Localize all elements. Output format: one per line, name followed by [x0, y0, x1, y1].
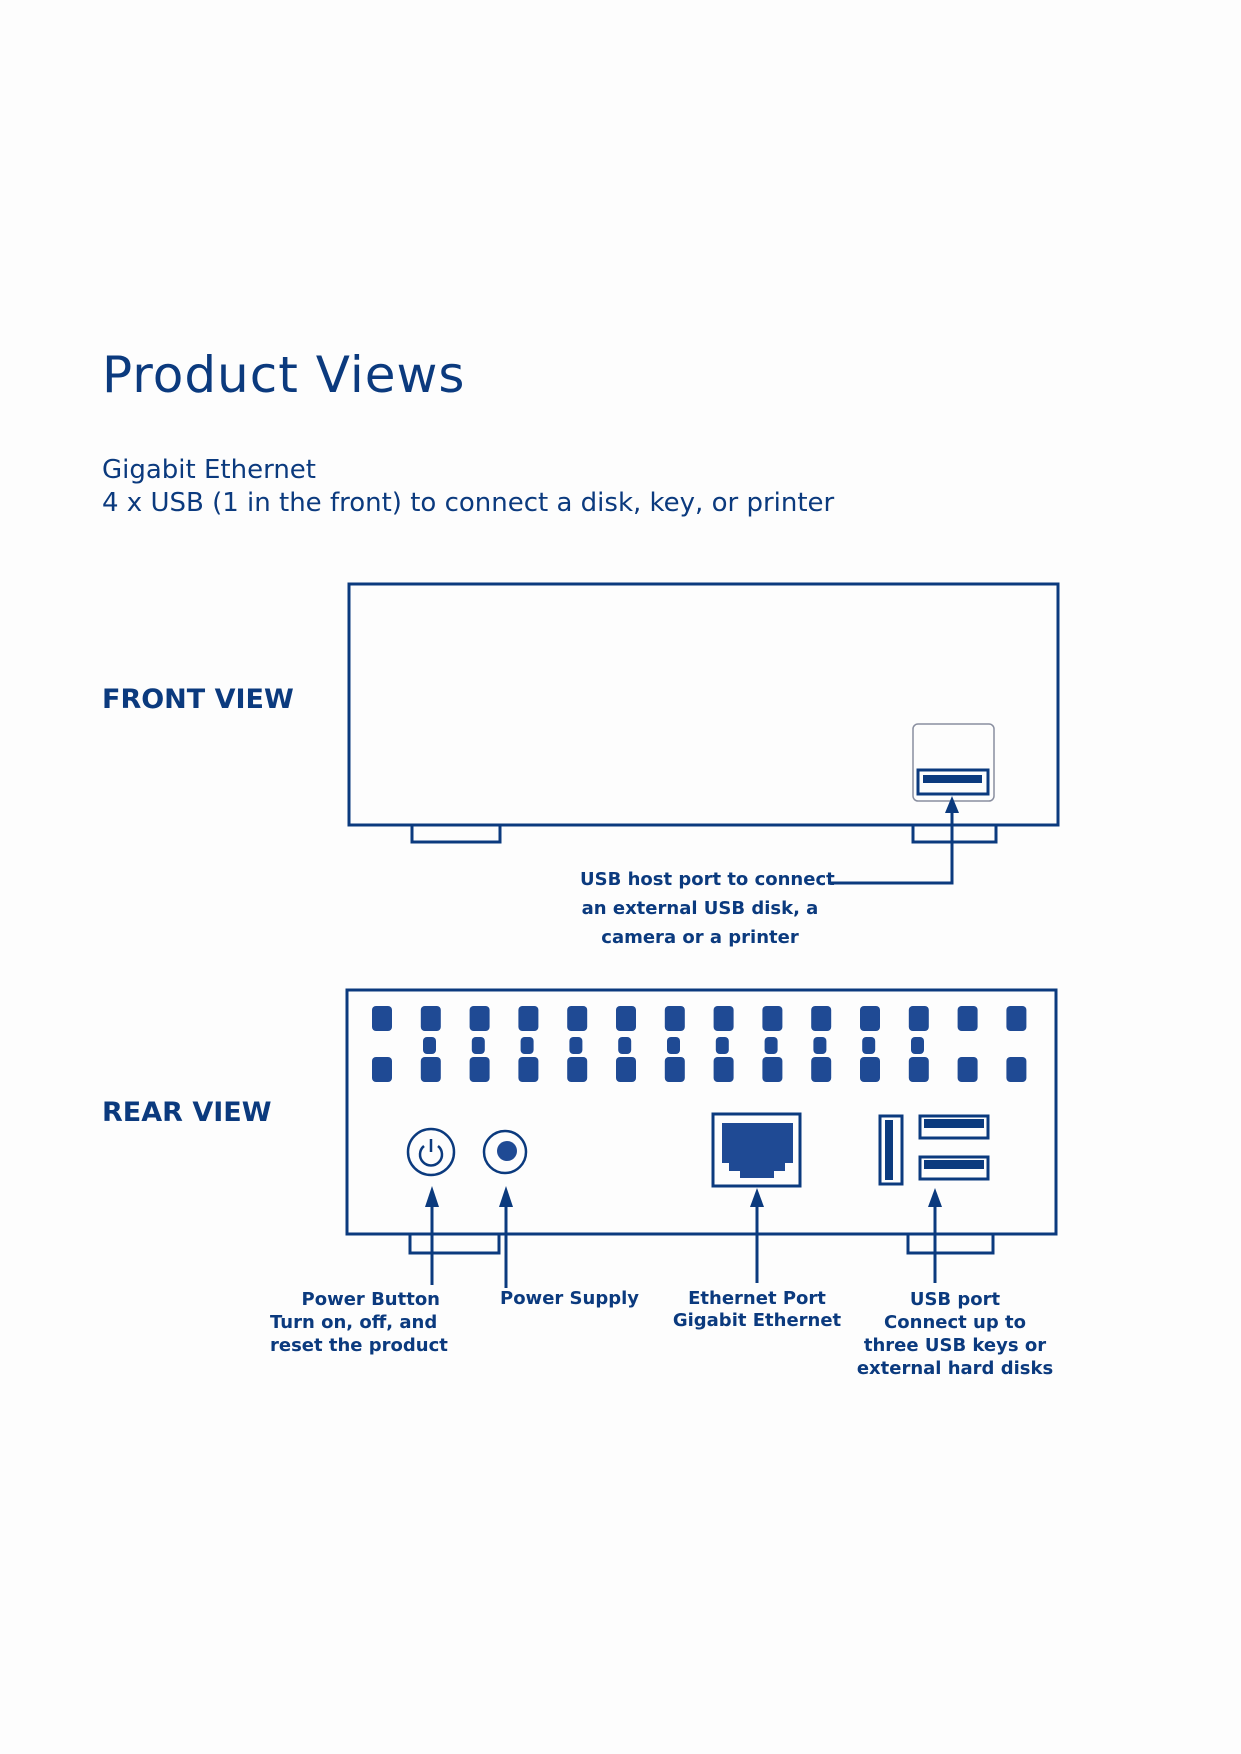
- vent-hole-large: [420, 1006, 441, 1031]
- vent-hole-large: [567, 1057, 588, 1082]
- power-button-ring: [406, 1127, 456, 1177]
- rear-vent-grille: [372, 1006, 1027, 1082]
- vent-hole-large: [713, 1006, 734, 1031]
- vent-hole-small: [618, 1037, 632, 1054]
- page-title: Product Views: [102, 346, 466, 404]
- vent-hole-large: [908, 1006, 929, 1031]
- usb-rear-top-tongue: [924, 1119, 984, 1128]
- callout-line: external hard disks: [856, 1358, 1054, 1379]
- power-supply-pin: [497, 1141, 517, 1161]
- power-supply-arrowhead: [499, 1186, 513, 1207]
- usb-host-arrowhead: [945, 796, 959, 813]
- usb-rear-vertical-tongue: [885, 1120, 893, 1180]
- vent-hole-small: [715, 1037, 729, 1054]
- usb-host-leader: [828, 806, 954, 885]
- front-view-label: FRONT VIEW: [102, 684, 294, 715]
- power-supply-ring: [482, 1129, 528, 1175]
- vent-hole-large: [860, 1057, 880, 1082]
- usb-rear-vertical: [878, 1114, 904, 1186]
- vent-hole-large: [372, 1006, 392, 1031]
- power-button-arrowhead: [425, 1186, 439, 1207]
- ethernet-callout: Ethernet Port Gigabit Ethernet: [667, 1288, 847, 1332]
- vent-hole-small: [423, 1037, 436, 1054]
- usb-front-port-tongue: [923, 775, 982, 783]
- callout-line: an external USB disk, a: [581, 898, 819, 919]
- ethernet-jack: [722, 1123, 793, 1178]
- vent-hole-small: [667, 1037, 680, 1054]
- front-left-foot: [410, 825, 502, 844]
- vent-hole-large: [567, 1006, 588, 1031]
- vent-hole-small: [471, 1037, 485, 1054]
- vent-hole-large: [518, 1057, 539, 1082]
- front-right-foot: [911, 825, 998, 844]
- vent-hole-large: [664, 1006, 685, 1031]
- feature-usb: 4 x USB (1 in the front) to connect a di…: [102, 488, 835, 518]
- callout-line: Ethernet Port: [688, 1288, 826, 1309]
- vent-hole-large: [762, 1006, 783, 1031]
- vent-hole-large: [616, 1057, 636, 1082]
- vent-hole-large: [616, 1006, 636, 1031]
- rear-view-label: REAR VIEW: [102, 1097, 272, 1128]
- vent-hole-large: [372, 1057, 392, 1082]
- vent-hole-small: [569, 1037, 583, 1054]
- vent-hole-large: [1006, 1057, 1027, 1082]
- vent-hole-large: [664, 1057, 685, 1082]
- callout-line: camera or a printer: [601, 927, 799, 948]
- vent-hole-large: [860, 1006, 880, 1031]
- vent-hole-large: [1006, 1006, 1027, 1031]
- ethernet-arrowhead: [750, 1188, 764, 1207]
- usb-host-callout: USB host port to connect an external USB…: [580, 865, 835, 952]
- callout-line: Turn on, off, and: [270, 1312, 438, 1333]
- usb-rear-bottom: [918, 1155, 990, 1181]
- feature-ethernet: Gigabit Ethernet: [102, 455, 316, 485]
- vent-hole-large: [713, 1057, 734, 1082]
- usb-port-callout: USB port Connect up to three USB keys or…: [855, 1288, 1055, 1380]
- power-button-callout: Power Button Turn on, off, and reset the…: [270, 1288, 448, 1357]
- vent-hole-large: [908, 1057, 929, 1082]
- rear-chassis: [345, 988, 1058, 1236]
- vent-hole-large: [469, 1006, 490, 1031]
- callout-line: USB host port to connect: [580, 869, 835, 890]
- vent-hole-large: [811, 1057, 832, 1082]
- vent-hole-large: [811, 1006, 832, 1031]
- callout-line: reset the product: [270, 1335, 448, 1356]
- vent-hole-large: [469, 1057, 490, 1082]
- vent-hole-large: [518, 1006, 539, 1031]
- callout-line: Gigabit Ethernet: [672, 1310, 842, 1331]
- callout-line: three USB keys or: [863, 1335, 1047, 1356]
- vent-hole-large: [762, 1057, 783, 1082]
- vent-hole-small: [764, 1037, 778, 1054]
- vent-hole-small: [862, 1037, 876, 1054]
- vent-hole-large: [957, 1006, 978, 1031]
- vent-hole-small: [520, 1037, 534, 1054]
- callout-line: USB port: [909, 1289, 1001, 1310]
- vent-hole-small: [813, 1037, 827, 1054]
- rear-right-foot: [906, 1234, 995, 1255]
- power-supply-callout: Power Supply: [500, 1288, 639, 1310]
- usb-port-arrowhead: [928, 1188, 942, 1207]
- callout-line: Power Button: [301, 1289, 440, 1310]
- vent-hole-small: [911, 1037, 924, 1054]
- callout-line: Connect up to: [884, 1312, 1026, 1333]
- vent-hole-large: [957, 1057, 978, 1082]
- usb-rear-top: [918, 1114, 990, 1140]
- front-chassis: [347, 582, 1060, 827]
- usb-front-bay: [912, 723, 995, 802]
- ethernet-frame: [711, 1112, 802, 1188]
- power-icon-arc: [418, 1145, 444, 1167]
- usb-rear-bottom-tongue: [924, 1160, 984, 1169]
- usb-front-port: [916, 768, 990, 796]
- rear-left-foot: [408, 1234, 501, 1255]
- callout-line: Power Supply: [500, 1288, 639, 1309]
- vent-hole-large: [420, 1057, 441, 1082]
